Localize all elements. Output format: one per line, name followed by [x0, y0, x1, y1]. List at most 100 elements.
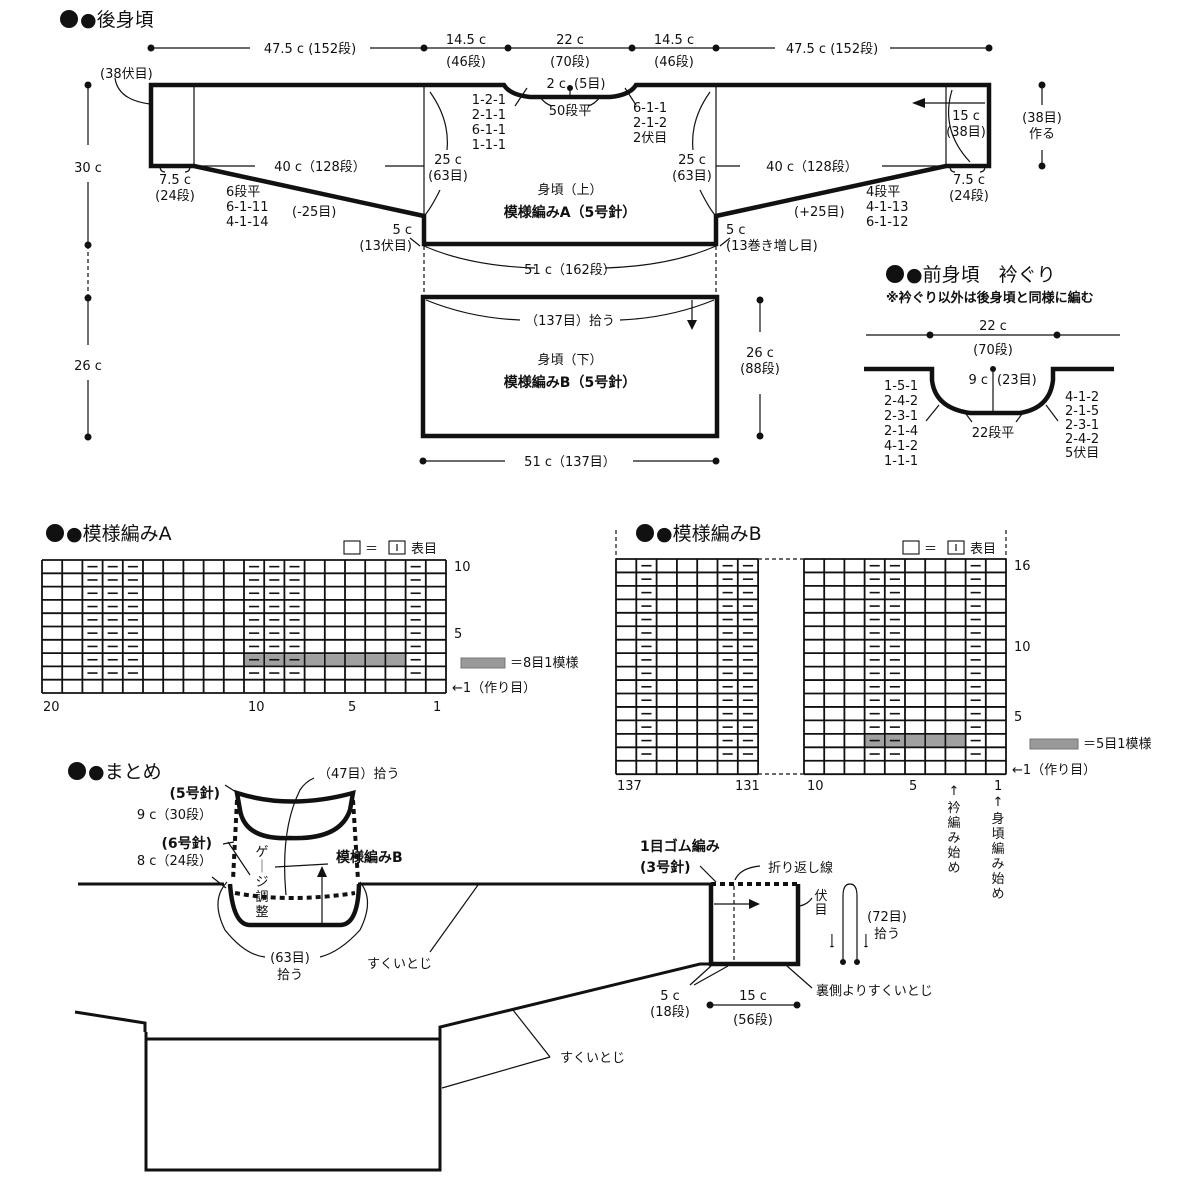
dim-neck: 22 c [556, 33, 584, 48]
up-arrow-icon [317, 866, 327, 877]
side-left: 5 c [392, 223, 412, 238]
knit-stitch-symbol-filled [388, 540, 406, 555]
chart-a-col-label: 10 [248, 700, 265, 715]
bullet-icon [636, 524, 654, 542]
dim-sleeve-left: 47.5 c (152段) [264, 42, 356, 57]
cuff-right-rows: (24段) [949, 189, 989, 204]
knit-stitch-symbol [343, 540, 361, 555]
front-neck-depth-sts: (23目) [997, 373, 1037, 388]
repeat-highlight-cell [946, 734, 965, 747]
front-neck-flat: 22段平 [972, 426, 1015, 441]
lower-body-label: 身頃（下） [537, 352, 602, 368]
neck-depth-label: 2 c [546, 77, 566, 92]
chart-b-repeat-label: ＝5目1模様 [1083, 737, 1152, 752]
svg-text:(88段): (88段) [740, 362, 780, 377]
front-neck-width: 22 c [979, 319, 1007, 334]
svg-text:26 c: 26 c [746, 346, 774, 361]
upper-body-outline [148, 82, 992, 247]
repeat-swatch [1029, 738, 1079, 750]
neck-left-decreases: 1-2-1 2-1-1 6-1-1 1-1-1 [472, 93, 506, 153]
svg-text:衿編み始め: 衿編み始め [947, 801, 960, 876]
collar-diagram [211, 777, 479, 958]
chart-b-cast-on-label: ←1（作り目） [1012, 763, 1096, 778]
svg-text:-: - [864, 939, 869, 954]
collar-bottom-needle: (6号針) [161, 835, 212, 852]
svg-text:5伏目: 5伏目 [1065, 446, 1099, 461]
side-left-sts: (13伏目) [359, 239, 412, 254]
knit-stitch-symbol-filled [947, 540, 965, 555]
collar-bottom-dim: 8 c（24段） [137, 854, 212, 869]
svg-text:2-4-2: 2-4-2 [1065, 432, 1099, 447]
pattern-b-section: ●模様編みB ＝ 表目 16 10 5 ←1（作り目） 137 131 10 5… [615, 523, 1152, 902]
left-decrease-steps: 6段平 6-1-11 4-1-14 [226, 185, 268, 230]
pattern-b-title: ●模様編みB [656, 523, 762, 545]
side-seam-label-2: すくいとじ [560, 1051, 625, 1066]
collar-start-marker: ↑ 衿編み始め [947, 784, 960, 876]
side-right-sts: (13巻き増し目) [726, 239, 818, 254]
chart-a-repeat-label: ＝8目1模様 [510, 656, 579, 671]
svg-text:4-1-14: 4-1-14 [226, 215, 268, 230]
cuff-pickup-label: (72目) [867, 910, 907, 925]
upper-width-label: 51 c（162段） [524, 263, 616, 278]
repeat-highlight-cell [906, 734, 925, 747]
chart-a-cast-on-label: ←1（作り目） [452, 681, 536, 696]
chart-a-row-label: 5 [454, 627, 462, 642]
right-increase-steps: 4段平 4-1-13 6-1-12 [866, 185, 908, 230]
front-neck-section: ●前身頃 衿ぐり ※衿ぐり以外は後身頃と同様に編む 22 c (70段) 9 c… [864, 264, 1120, 469]
upper-pattern-label: 模様編みA（5号針） [504, 204, 637, 221]
neck-right-decreases: 6-1-1 2-1-2 2伏目 [633, 101, 667, 146]
cuff-width: 15 c [739, 989, 767, 1004]
cuff-left: 7.5 c [159, 173, 191, 188]
svg-text:1-2-1: 1-2-1 [472, 93, 506, 108]
lower-pickup-label: （137目）拾う [525, 314, 615, 329]
chart-a-row-label: 10 [454, 560, 471, 575]
lower-height-dimension: 26 c (88段) [740, 296, 780, 440]
front-neck-left-decreases: 1-5-1 2-4-2 2-3-1 2-1-4 4-1-2 1-1-1 [884, 379, 918, 469]
cuff-seam-label: 裏側よりすくいとじ [816, 984, 933, 999]
armhole-left: 25 c [434, 153, 462, 168]
svg-text:＝: ＝ [365, 542, 378, 557]
svg-text:↑: ↑ [949, 784, 960, 799]
bullet-icon [68, 762, 86, 780]
collar-top-needle: (5号針) [169, 785, 220, 802]
chart-b-row-label: 16 [1014, 559, 1031, 574]
svg-text:51 c（137目）: 51 c（137目） [524, 455, 616, 470]
lower-width-dimension: 51 c（137目） [419, 455, 720, 470]
dim-shoulder-right: 14.5 c [654, 33, 694, 48]
dim-shoulder-right-rows: (46段) [654, 55, 694, 70]
svg-text:身頃編み始め: 身頃編み始め [991, 811, 1004, 902]
svg-text:6-1-12: 6-1-12 [866, 215, 908, 230]
collar-pickup-bottom: (63目) [270, 951, 310, 966]
chart-b-row-label: 5 [1014, 710, 1022, 725]
body-start-marker: ↑ 身頃編み始め [991, 795, 1004, 902]
upper-body-label: 身頃（上） [537, 182, 602, 198]
svg-text:|: | [864, 933, 868, 948]
svg-text:2伏目: 2伏目 [633, 131, 667, 146]
sweater-outline [74, 882, 801, 1172]
direction-arrow-icon [912, 98, 925, 108]
cast-on-sts: (38目) [946, 125, 986, 140]
neck-depth-sts: (5目) [574, 77, 605, 92]
svg-text:6-1-11: 6-1-11 [226, 200, 268, 215]
chart-a-col-label: 5 [348, 700, 356, 715]
cast-on-dimension: (38目) 作る [1022, 81, 1062, 170]
bind-off-label: 伏目 [814, 889, 827, 918]
cuff-height: 5 c [660, 989, 680, 1004]
repeat-highlight-cell [366, 654, 385, 666]
repeat-highlight-cell [386, 654, 405, 666]
svg-text:6-1-1: 6-1-1 [633, 101, 667, 116]
neck-flat-label: 50段平 [549, 104, 592, 119]
front-neck-title: ●前身頃 衿ぐり [906, 264, 1056, 286]
collar-top-dim: 9 c（30段） [137, 808, 212, 823]
bullet-icon [46, 524, 64, 542]
front-neck-note: ※衿ぐり以外は後身頃と同様に編む [886, 290, 1094, 306]
repeat-swatch [460, 657, 506, 669]
cuff-width-rows: (56段) [733, 1013, 773, 1028]
svg-text:2-1-4: 2-1-4 [884, 424, 918, 439]
chart-a-col-label: 20 [43, 700, 60, 715]
finishing-title: ●まとめ [88, 761, 162, 783]
svg-text:2-4-2: 2-4-2 [884, 394, 918, 409]
right-increase-total: (+25目) [794, 205, 845, 220]
front-neck-curve [864, 366, 1114, 416]
